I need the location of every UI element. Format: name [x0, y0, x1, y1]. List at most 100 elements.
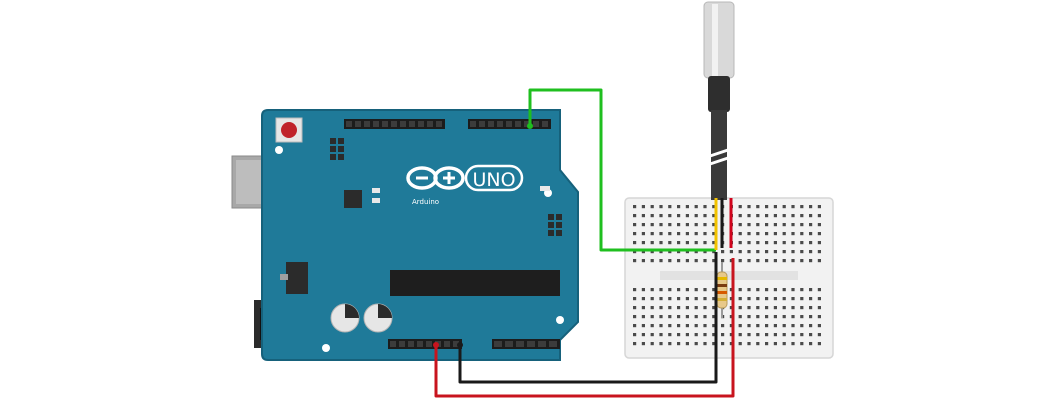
breadboard-hole — [677, 205, 681, 209]
breadboard-hole — [677, 324, 681, 328]
breadboard-hole — [677, 241, 681, 245]
breadboard-hole — [738, 333, 742, 337]
header-pin — [418, 121, 424, 127]
breadboard-hole — [712, 342, 716, 346]
breadboard-hole — [756, 333, 760, 337]
breadboard-hole — [756, 250, 760, 254]
breadboard-hole — [712, 297, 716, 301]
breadboard-hole — [668, 214, 672, 218]
breadboard-hole — [809, 223, 813, 227]
breadboard-hole — [668, 297, 672, 301]
header-strip — [492, 339, 560, 349]
breadboard-hole — [782, 205, 786, 209]
breadboard-hole — [791, 288, 795, 292]
breadboard-hole — [685, 306, 689, 310]
breadboard-hole — [800, 315, 804, 319]
resistor-bands — [717, 277, 727, 301]
breadboard-hole — [756, 297, 760, 301]
header-pin — [391, 121, 397, 127]
breadboard-hole — [677, 315, 681, 319]
breadboard-hole — [650, 333, 654, 337]
breadboard-hole — [800, 342, 804, 346]
breadboard-hole — [633, 297, 637, 301]
breadboard-hole — [641, 223, 645, 227]
breadboard-hole — [738, 259, 742, 263]
breadboard-hole — [694, 342, 698, 346]
breadboard-hole — [694, 259, 698, 263]
breadboard-hole — [809, 214, 813, 218]
breadboard-hole — [817, 342, 821, 346]
breadboard-hole — [800, 333, 804, 337]
header-pin — [444, 341, 450, 347]
breadboard-hole — [659, 232, 663, 236]
breadboard-hole — [650, 297, 654, 301]
breadboard-hole — [782, 259, 786, 263]
breadboard-hole — [773, 297, 777, 301]
header-pin — [382, 121, 388, 127]
breadboard-hole — [782, 324, 786, 328]
breadboard-hole — [756, 342, 760, 346]
capacitor-marking — [378, 304, 392, 318]
breadboard-hole — [791, 333, 795, 337]
icsp-header — [548, 214, 562, 236]
breadboard-hole — [773, 342, 777, 346]
breadboard-hole — [650, 306, 654, 310]
power-wire — [434, 258, 735, 398]
breadboard-hole — [712, 288, 716, 292]
breadboard-hole — [694, 324, 698, 328]
breadboard-hole — [817, 241, 821, 245]
breadboard-hole — [633, 223, 637, 227]
breadboard-hole — [747, 315, 751, 319]
breadboard-hole — [659, 288, 663, 292]
breadboard-hole — [800, 205, 804, 209]
header-pin — [373, 121, 379, 127]
usb-chip — [344, 190, 362, 208]
wires — [433, 88, 735, 398]
breadboard-hole — [633, 315, 637, 319]
header-pin — [417, 341, 423, 347]
breadboard-hole — [817, 259, 821, 263]
breadboard-hole — [703, 214, 707, 218]
breadboard-hole — [633, 288, 637, 292]
breadboard-hole — [817, 288, 821, 292]
header-pin — [355, 121, 361, 127]
breadboard-hole — [641, 259, 645, 263]
breadboard-hole — [800, 214, 804, 218]
breadboard-hole — [641, 315, 645, 319]
breadboard-hole — [773, 306, 777, 310]
breadboard-hole — [659, 342, 663, 346]
header-strip — [388, 339, 462, 349]
breadboard-hole — [650, 324, 654, 328]
breadboard-hole — [694, 205, 698, 209]
breadboard-hole — [809, 306, 813, 310]
header-pin — [549, 341, 557, 347]
breadboard-hole — [765, 214, 769, 218]
breadboard-hole — [703, 205, 707, 209]
breadboard-hole — [650, 315, 654, 319]
icsp-pin — [330, 154, 336, 160]
breadboard-hole — [817, 223, 821, 227]
breadboard-hole — [659, 250, 663, 254]
breadboard-hole — [685, 241, 689, 245]
breadboard-hole — [817, 306, 821, 310]
breadboard-hole — [659, 214, 663, 218]
breadboard-hole — [703, 241, 707, 245]
breadboard-hole — [756, 306, 760, 310]
breadboard-hole — [659, 259, 663, 263]
breadboard-hole — [668, 250, 672, 254]
breadboard-hole — [668, 241, 672, 245]
breadboard-hole — [694, 333, 698, 337]
breadboard-hole — [659, 241, 663, 245]
regulator-tab — [280, 274, 288, 280]
breadboard-hole — [659, 315, 663, 319]
breadboard-hole — [738, 205, 742, 209]
breadboard-hole — [721, 333, 725, 337]
icsp-pin — [548, 230, 554, 236]
header-pin — [533, 121, 539, 127]
header-pin — [527, 341, 535, 347]
breadboard-hole — [703, 315, 707, 319]
breadboard-hole — [765, 205, 769, 209]
breadboard-hole — [817, 250, 821, 254]
pin-anchor — [433, 342, 439, 348]
breadboard-hole — [650, 223, 654, 227]
